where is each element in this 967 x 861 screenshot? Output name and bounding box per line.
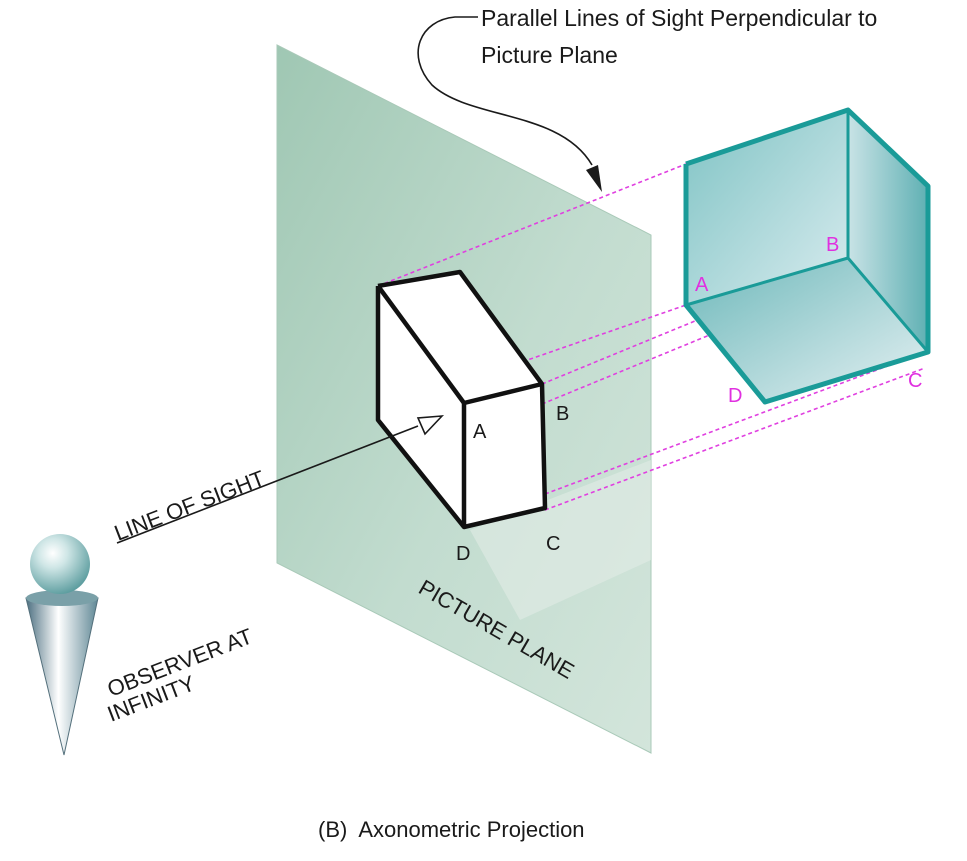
cube-inner-edge-2 bbox=[685, 256, 849, 307]
projection-line-top bbox=[377, 163, 687, 287]
object-front-face bbox=[464, 384, 545, 527]
cube-vertex-d: D bbox=[728, 385, 742, 407]
object-top-face bbox=[378, 272, 542, 403]
projection-line-a2 bbox=[515, 304, 687, 365]
cube-vertex-c: C bbox=[908, 370, 922, 392]
line-of-sight-arrow bbox=[116, 425, 419, 544]
object-edge-1 bbox=[376, 284, 466, 405]
line-of-sight-label: LINE OF SIGHT bbox=[111, 465, 268, 545]
projection-line-c bbox=[544, 351, 926, 495]
object-on-plane bbox=[375, 269, 548, 530]
cube-vertex-b: B bbox=[826, 234, 839, 256]
observer-cone-top bbox=[26, 590, 98, 606]
annotation-arrow bbox=[417, 16, 593, 166]
cube-bottom-face bbox=[686, 258, 928, 402]
observer-cone bbox=[25, 597, 99, 756]
object-vertex-a: A bbox=[473, 421, 487, 443]
object-vertex-d: D bbox=[456, 543, 470, 565]
object-vertex-b: B bbox=[556, 403, 569, 425]
line-of-sight-arrowhead bbox=[416, 415, 445, 436]
cube-right-face bbox=[848, 110, 928, 352]
object-outline bbox=[375, 269, 548, 530]
cube-vertex-a: A bbox=[695, 274, 709, 296]
projected-cube bbox=[683, 107, 931, 405]
annotation-text-line1: Parallel Lines of Sight Perpendicular to bbox=[481, 5, 877, 31]
cube-inner-edge-3 bbox=[846, 257, 930, 353]
object-vertex-c: C bbox=[546, 533, 560, 555]
figure-caption: (B) Axonometric Projection bbox=[318, 817, 585, 842]
cube-top-face bbox=[686, 110, 848, 305]
projection-line-d bbox=[544, 367, 926, 511]
observer-icon bbox=[25, 534, 99, 756]
picture-plane-highlight bbox=[470, 460, 651, 620]
object-left-face bbox=[378, 286, 464, 527]
annotation-text-line2: Picture Plane bbox=[481, 42, 618, 68]
object-edge-2 bbox=[463, 381, 543, 406]
observer-sphere bbox=[30, 534, 90, 594]
annotation-arrowhead bbox=[586, 165, 602, 192]
